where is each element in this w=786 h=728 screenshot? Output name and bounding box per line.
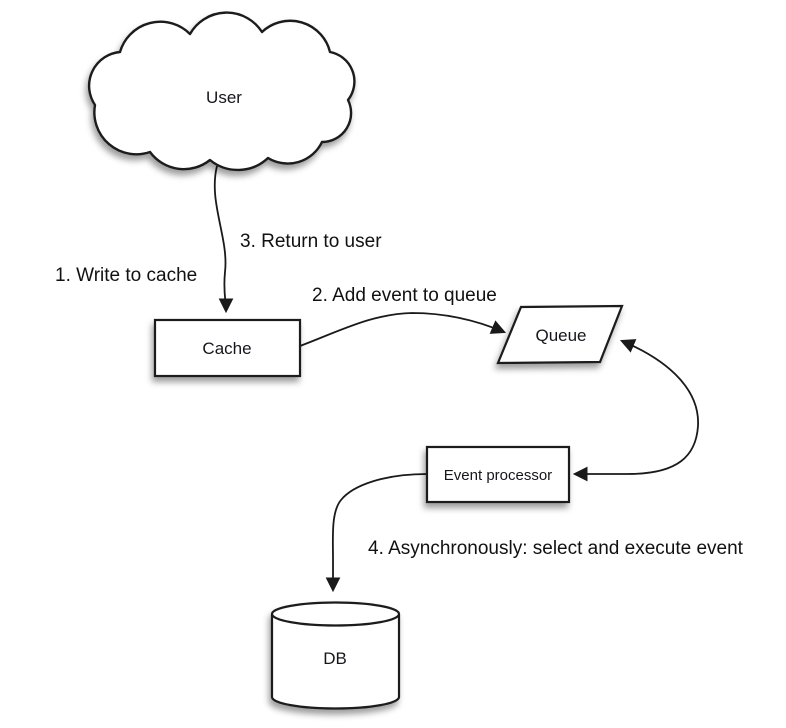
db-cylinder-body <box>270 614 401 710</box>
edge-queue-event-processor-double-arrow <box>572 339 699 482</box>
step4-label: 4. Asynchronously: select and execute ev… <box>368 538 744 559</box>
edge-event-processor-to-db-arrow <box>325 473 428 593</box>
edge-cache-to-queue-arrow <box>299 312 507 347</box>
db-label: DB <box>323 649 347 668</box>
db-cylinder-top <box>270 601 401 627</box>
db-cylinder <box>270 601 401 710</box>
step3-label: 3. Return to user <box>240 231 382 252</box>
event-processor-label: Event processor <box>444 467 552 484</box>
user-cloud-shape <box>87 11 356 172</box>
cache-label: Cache <box>202 339 251 358</box>
queue-label: Queue <box>535 326 586 345</box>
step1-label: 1. Write to cache <box>55 265 197 286</box>
event-processor-box <box>425 445 571 504</box>
cache-box <box>153 318 302 378</box>
edge-user-to-cache-arrow <box>213 165 234 314</box>
step2-label: 2. Add event to queue <box>312 285 497 306</box>
queue-parallelogram <box>496 304 624 365</box>
user-label: User <box>206 88 242 107</box>
